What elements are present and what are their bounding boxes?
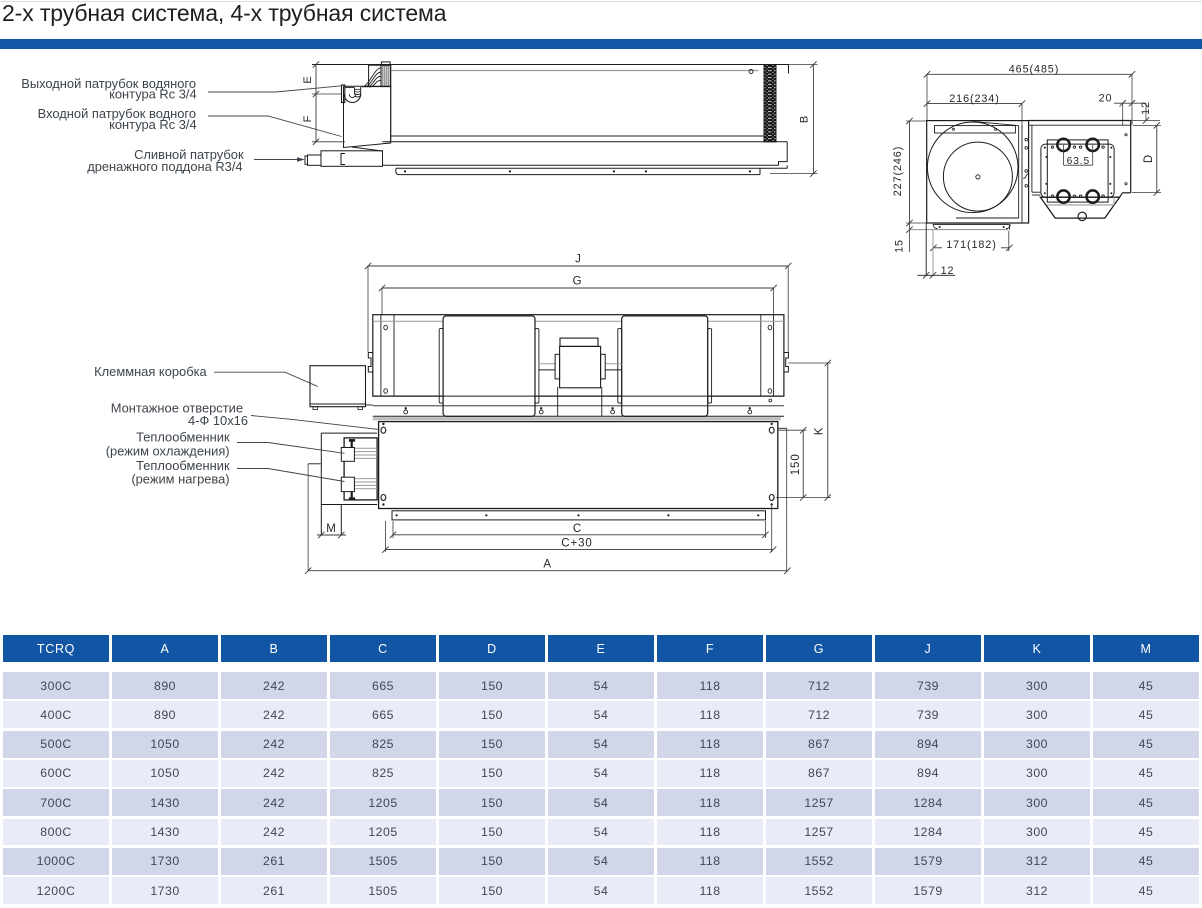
- svg-text:Теплообменник: Теплообменник: [136, 429, 230, 444]
- svg-text:J: J: [575, 254, 582, 266]
- svg-text:K: K: [814, 427, 826, 436]
- svg-text:C+30: C+30: [561, 537, 592, 549]
- svg-text:(режим охлаждения): (режим охлаждения): [106, 443, 230, 458]
- svg-text:Выходной патрубок водяного: Выходной патрубок водяного: [21, 76, 196, 91]
- svg-text:216(234): 216(234): [949, 93, 999, 105]
- svg-text:12: 12: [1140, 101, 1152, 115]
- svg-text:20: 20: [1099, 93, 1113, 105]
- svg-text:15: 15: [894, 239, 906, 253]
- svg-text:63.5: 63.5: [1067, 156, 1090, 167]
- svg-text:B: B: [799, 115, 811, 123]
- svg-text:Монтажное отверстие: Монтажное отверстие: [111, 401, 243, 416]
- svg-text:(режим нагрева): (режим нагрева): [131, 471, 229, 486]
- svg-text:150: 150: [790, 453, 802, 475]
- svg-text:контура Rc 3/4: контура Rc 3/4: [109, 86, 197, 101]
- svg-text:465(485): 465(485): [1009, 64, 1059, 76]
- svg-text:171(182): 171(182): [946, 239, 996, 251]
- svg-text:G: G: [573, 276, 583, 288]
- svg-text:12: 12: [941, 265, 955, 277]
- svg-text:Входной патрубок водного: Входной патрубок водного: [38, 106, 196, 121]
- svg-text:дренажного поддона R3/4: дренажного поддона R3/4: [87, 159, 242, 174]
- svg-text:Теплообменник: Теплообменник: [136, 458, 230, 473]
- svg-text:C: C: [573, 523, 582, 535]
- svg-text:D: D: [1143, 154, 1155, 163]
- svg-text:контура Rc 3/4: контура Rc 3/4: [109, 117, 197, 132]
- svg-text:Сливной патрубок: Сливной патрубок: [134, 147, 244, 162]
- svg-text:A: A: [543, 558, 552, 570]
- svg-text:E: E: [302, 75, 314, 83]
- svg-text:227(246): 227(246): [892, 146, 904, 196]
- svg-text:M: M: [326, 523, 336, 535]
- svg-text:4-Ф 10x16: 4-Ф 10x16: [188, 413, 248, 428]
- svg-text:Клеммная коробка: Клеммная коробка: [94, 364, 207, 379]
- svg-text:F: F: [302, 115, 314, 123]
